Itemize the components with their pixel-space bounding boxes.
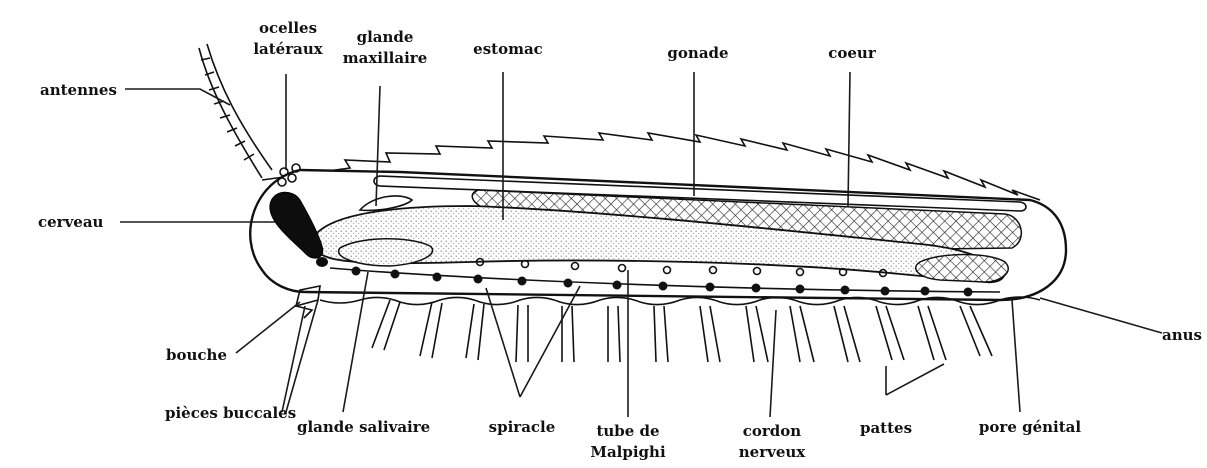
label-glande-maxillaire-line2: maxillaire: [343, 49, 428, 67]
label-gonade: gonade: [667, 44, 728, 62]
antenna-segments: [201, 58, 254, 160]
label-estomac: estomac: [473, 40, 543, 58]
antenna-shape: [199, 44, 272, 178]
hindgut-crosshatch: [916, 255, 1008, 283]
ventral-ganglion-head: [316, 257, 328, 267]
label-pore-genital: pore génital: [979, 418, 1081, 436]
label-bouche: bouche: [166, 346, 227, 364]
label-anus: anus: [1162, 326, 1202, 344]
label-cerveau: cerveau: [38, 213, 104, 231]
label-coeur: coeur: [828, 44, 877, 62]
label-ocelles-line2: latéraux: [253, 40, 323, 58]
label-glande-salivaire: glande salivaire: [297, 418, 430, 436]
label-pattes: pattes: [860, 419, 912, 437]
label-ocelles-line1: ocelles: [259, 19, 317, 37]
label-tube-line1: tube de: [596, 422, 659, 440]
label-glande-maxillaire-line1: glande: [357, 28, 414, 46]
legs: [372, 300, 992, 362]
centipede-body: [199, 44, 1066, 362]
label-cordon-line1: cordon: [743, 422, 802, 440]
label-spiracle: spiracle: [489, 418, 556, 436]
label-antennes: antennes: [40, 81, 117, 99]
label-tube-line2: Malpighi: [590, 443, 666, 461]
label-cordon-line2: nerveux: [739, 443, 807, 461]
ventral-cuticle: [320, 297, 1040, 305]
label-pieces-buccales: pièces buccales: [165, 404, 296, 422]
